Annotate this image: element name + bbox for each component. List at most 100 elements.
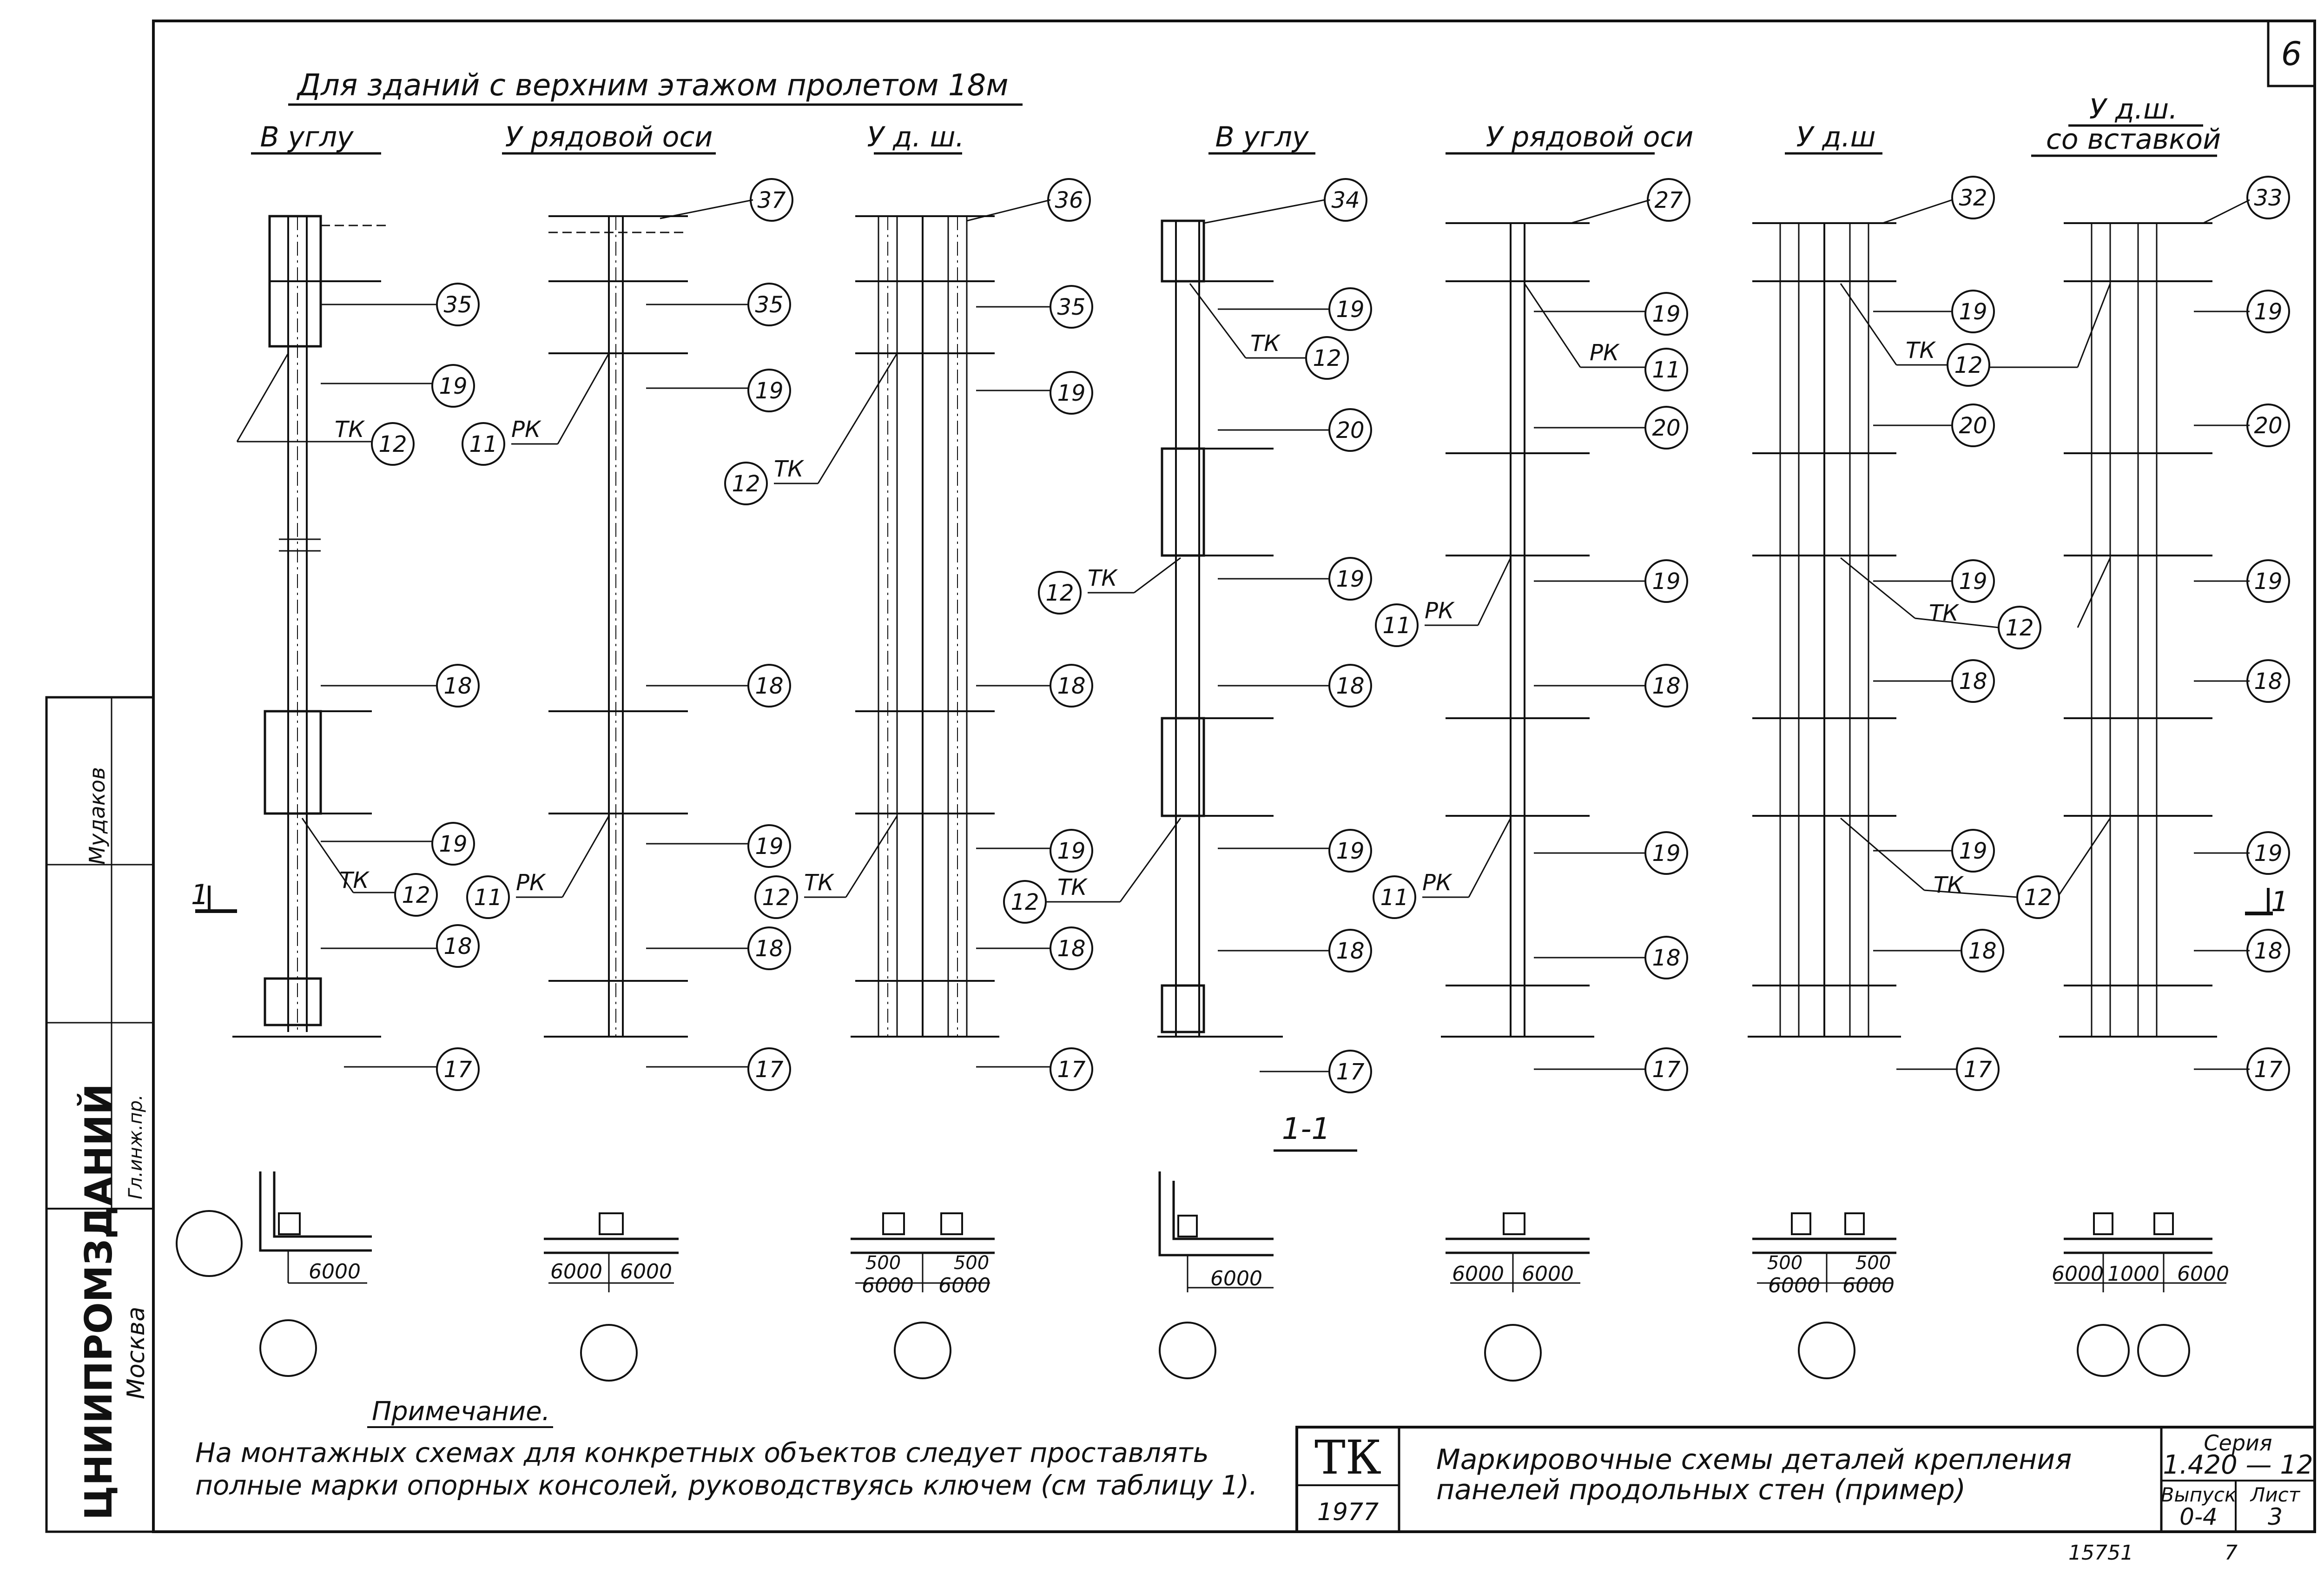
plan-dim: 6000 bbox=[1842, 1274, 1895, 1297]
callout-mark: 17 bbox=[2254, 1057, 2283, 1083]
callout-type: РК bbox=[1425, 598, 1455, 624]
callout-mark: 18 bbox=[2254, 668, 2282, 695]
callout-mark: 18 bbox=[1336, 938, 1364, 964]
page-number: 7 bbox=[2225, 1541, 2238, 1565]
callout-mark: 34 bbox=[1331, 187, 1360, 213]
plan-dim: 500 bbox=[1767, 1252, 1802, 1274]
callouts: 35 19 ТК 12 18 19 ТК 12 18 17 37 35 bbox=[236, 176, 2290, 1093]
callout-mark: 12 bbox=[732, 471, 760, 497]
scheme-col-2 bbox=[544, 215, 688, 1038]
callout-type: РК bbox=[511, 417, 541, 443]
callout-mark: 12 bbox=[762, 885, 790, 911]
callout-type: ТК bbox=[1934, 872, 1964, 898]
callout-mark: 18 bbox=[1057, 673, 1085, 699]
callout-mark: 12 bbox=[378, 431, 407, 457]
callout-mark: 17 bbox=[1057, 1057, 1086, 1083]
callout-mark: 19 bbox=[2254, 840, 2282, 867]
callout-mark: 19 bbox=[1336, 297, 1364, 323]
callout-type: РК bbox=[1590, 340, 1620, 366]
plan-dim: 6000 bbox=[862, 1274, 914, 1297]
callout-mark: 17 bbox=[1652, 1057, 1681, 1083]
scheme-col-3 bbox=[851, 215, 999, 1038]
plan-dim: 6000 bbox=[938, 1274, 990, 1297]
callout-mark: 18 bbox=[755, 936, 783, 962]
sheet-value: 3 bbox=[2268, 1503, 2283, 1530]
plan-dim: 6000 bbox=[1768, 1274, 1820, 1297]
col-label-7-line1: У д.ш. bbox=[2089, 93, 2178, 126]
plan-dim: 6000 bbox=[550, 1260, 602, 1283]
plan-dim: 6000 bbox=[2177, 1262, 2229, 1286]
plan-dim: 6000 bbox=[1522, 1262, 1574, 1286]
callout-mark: 19 bbox=[755, 833, 783, 860]
scheme-col-7 bbox=[2059, 222, 2217, 1038]
callout-mark: 12 bbox=[1954, 352, 1982, 378]
note-line-1: На монтажных схемах для конкретных объек… bbox=[195, 1437, 1209, 1469]
callout-mark: 18 bbox=[2254, 938, 2282, 964]
side-stamp: ЦНИИПРОМЗДАНИЙ Москва Мудаков Гл.инж.пр. bbox=[45, 696, 155, 1533]
plan-dim: 6000 bbox=[620, 1260, 672, 1283]
callout-mark: 11 bbox=[1652, 357, 1680, 383]
callout-mark: 19 bbox=[1959, 299, 1987, 325]
sheet-number: 6 bbox=[2281, 35, 2302, 73]
callout-mark: 12 bbox=[1313, 345, 1341, 371]
callout-type: ТК bbox=[1906, 337, 1936, 364]
callout-mark: 20 bbox=[1336, 417, 1364, 443]
callout-mark: 17 bbox=[755, 1057, 784, 1083]
callout-mark: 12 bbox=[402, 882, 430, 908]
callout-mark: 33 bbox=[2254, 185, 2282, 211]
plan-dim: 500 bbox=[1855, 1252, 1891, 1274]
stamp-name-2: Гл.инж.пр. bbox=[125, 1094, 146, 1199]
note-line-2: полные марки опорных консолей, руководст… bbox=[195, 1469, 1258, 1501]
elevation-schemes bbox=[232, 215, 2217, 1038]
callout-type: ТК bbox=[339, 867, 370, 893]
callout-type: ТК bbox=[804, 870, 834, 896]
sheet-label: Лист bbox=[2250, 1483, 2301, 1506]
callout-mark: 35 bbox=[443, 292, 472, 318]
section-label: 1-1 bbox=[1282, 1112, 1331, 1146]
callout-mark: 19 bbox=[439, 373, 467, 399]
col-label-3: У д. ш. bbox=[867, 121, 964, 153]
year: 1977 bbox=[1317, 1498, 1379, 1526]
plan-dim: 6000 bbox=[309, 1260, 361, 1283]
callout-mark: 19 bbox=[1336, 566, 1364, 592]
callout-mark: 35 bbox=[755, 292, 783, 318]
callout-mark: 18 bbox=[1652, 673, 1680, 699]
series-value: 1.420 — 12 bbox=[2163, 1450, 2313, 1480]
title-line-2: панелей продольных стен (пример) bbox=[1436, 1474, 1966, 1506]
callout-type: ТК bbox=[774, 456, 804, 482]
plan-dim: 500 bbox=[954, 1252, 989, 1274]
note-title: Примечание. bbox=[372, 1396, 550, 1427]
callout-mark: 18 bbox=[1959, 668, 1987, 695]
plan-dim: 6000 bbox=[2052, 1262, 2104, 1286]
plan-dim: 6000 bbox=[1210, 1267, 1262, 1290]
callout-type: ТК bbox=[1088, 565, 1118, 591]
callout-mark: 19 bbox=[1057, 838, 1085, 864]
plan-dim: 500 bbox=[865, 1252, 901, 1274]
callout-mark: 18 bbox=[755, 673, 783, 699]
callout-mark: 20 bbox=[2254, 413, 2282, 439]
callout-mark: 37 bbox=[757, 187, 786, 213]
plan-dim: 6000 bbox=[1452, 1262, 1504, 1286]
scheme-col-4 bbox=[1157, 219, 1283, 1038]
callout-mark: 19 bbox=[2254, 569, 2282, 595]
callout-mark: 19 bbox=[1652, 569, 1680, 595]
column-labels: В углу У рядовой оси У д. ш. В углу У ря… bbox=[251, 93, 2221, 157]
issue-value: 0-4 bbox=[2179, 1503, 2218, 1530]
plan-dim: 1000 bbox=[2107, 1262, 2159, 1286]
callout-type: ТК bbox=[1057, 874, 1088, 900]
callout-mark: 19 bbox=[1652, 301, 1680, 327]
callout-mark: 17 bbox=[1963, 1057, 1992, 1083]
col-label-2: У рядовой оси bbox=[505, 121, 713, 153]
callout-mark: 19 bbox=[755, 378, 783, 404]
callout-mark: 19 bbox=[1336, 838, 1364, 864]
section-markers: 1 1 1-1 bbox=[191, 879, 2289, 1152]
callout-mark: 11 bbox=[469, 431, 497, 457]
callout-type: РК bbox=[516, 870, 546, 896]
sheet-number-box bbox=[2267, 20, 2316, 87]
callout-type: РК bbox=[1422, 870, 1452, 896]
callout-mark: 12 bbox=[2024, 885, 2052, 911]
callout-mark: 19 bbox=[439, 831, 467, 857]
callout-mark: 18 bbox=[1968, 938, 1996, 964]
col-label-6: У д.ш bbox=[1796, 121, 1875, 153]
